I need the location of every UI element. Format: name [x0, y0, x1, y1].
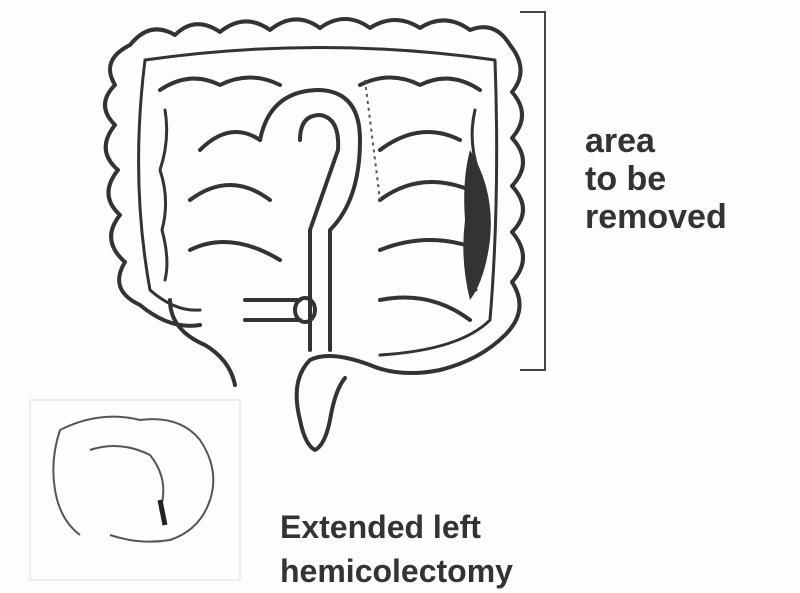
- caption-line-2: hemicolectomy: [280, 549, 513, 593]
- area-label-line-3: removed: [585, 198, 727, 236]
- ileum: [170, 300, 235, 385]
- descending-colon: [370, 45, 523, 373]
- sigmoid-rectum: [297, 356, 370, 450]
- area-to-be-removed-label: area to be removed: [585, 122, 727, 236]
- procedure-caption: Extended left hemicolectomy: [280, 505, 513, 593]
- transverse-colon: [130, 19, 510, 45]
- ascending-colon: [105, 45, 200, 326]
- inset-thumbnail: [30, 400, 240, 580]
- shaded-resection-area: [463, 150, 491, 300]
- resection-bracket: [520, 12, 545, 370]
- area-label-line-1: area: [585, 122, 727, 160]
- caption-line-1: Extended left: [280, 505, 513, 549]
- area-label-line-2: to be: [585, 160, 727, 198]
